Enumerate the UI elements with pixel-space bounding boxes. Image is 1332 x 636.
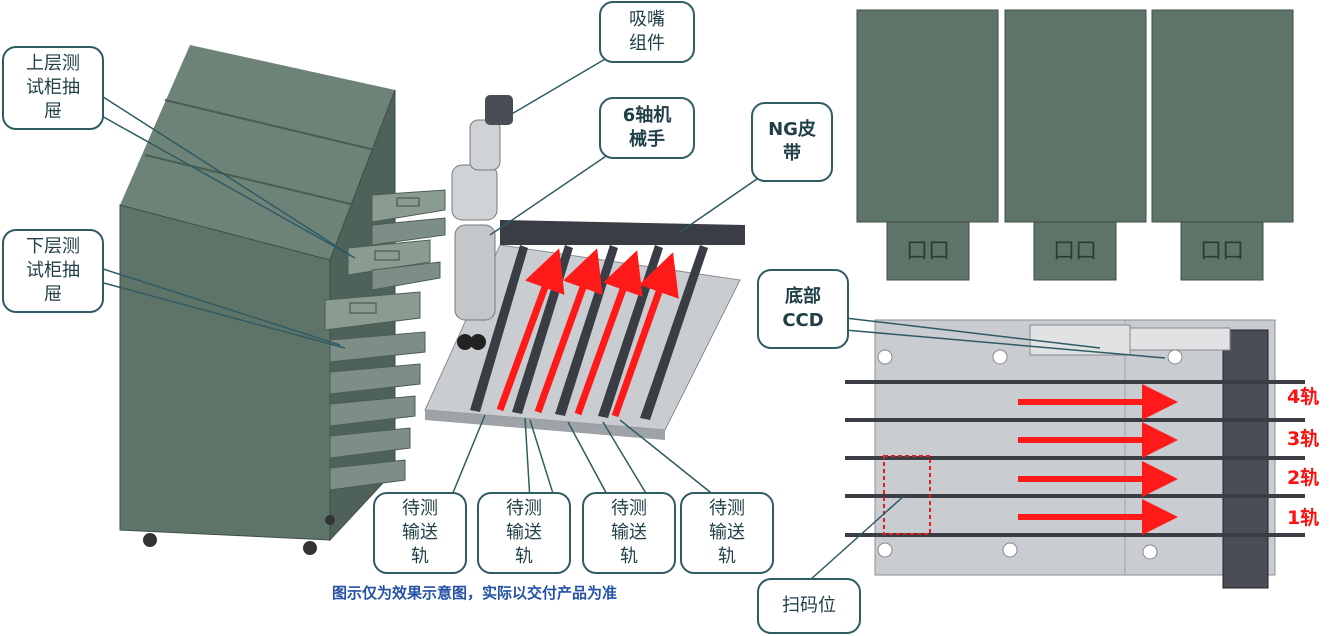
callout-bottom-ccd: 底部 CCD — [757, 269, 849, 349]
rail-label-3: 3轨 — [1287, 428, 1320, 450]
callout-conveyor-2: 待测 输送 轨 — [477, 492, 571, 574]
callout-conveyor-1: 待测 输送 轨 — [373, 492, 467, 574]
callout-ng-belt: NG皮 带 — [751, 102, 833, 182]
callout-conveyor-3: 待测 输送 轨 — [582, 492, 676, 574]
flow-arrows-iso — [496, 248, 679, 418]
callout-suction-nozzle: 吸嘴 组件 — [599, 1, 695, 63]
callout-conveyor-4: 待测 输送 轨 — [680, 492, 774, 574]
top-view-cabinets — [856, 9, 1294, 281]
cabinet-drawers — [324, 189, 446, 491]
robot-arm — [451, 95, 513, 350]
callout-scan-position: 扫码位 — [757, 578, 861, 634]
rail-label-1: 1轨 — [1287, 507, 1320, 529]
top-view-rails — [845, 380, 1305, 537]
leader-lines — [99, 54, 1166, 581]
top-view-box-text-3: 口口 — [1200, 239, 1244, 264]
top-view-platform — [874, 319, 1276, 589]
callout-robot-arm: 6轴机 械手 — [599, 97, 695, 159]
flow-arrows-plan — [1018, 384, 1178, 535]
callout-lower-drawer: 下层测 试柜抽 屉 — [2, 229, 104, 313]
rail-label-2: 2轨 — [1287, 467, 1320, 489]
disclaimer-caption: 图示仅为效果示意图，实际以交付产品为准 — [332, 584, 618, 602]
rail-label-4: 4轨 — [1287, 386, 1320, 408]
top-view-box-text-1: 口口 — [906, 239, 950, 264]
top-view-box-text-2: 口口 — [1053, 239, 1097, 264]
scan-area-box — [883, 455, 931, 535]
callout-upper-drawer: 上层测 试柜抽 屉 — [2, 46, 104, 130]
